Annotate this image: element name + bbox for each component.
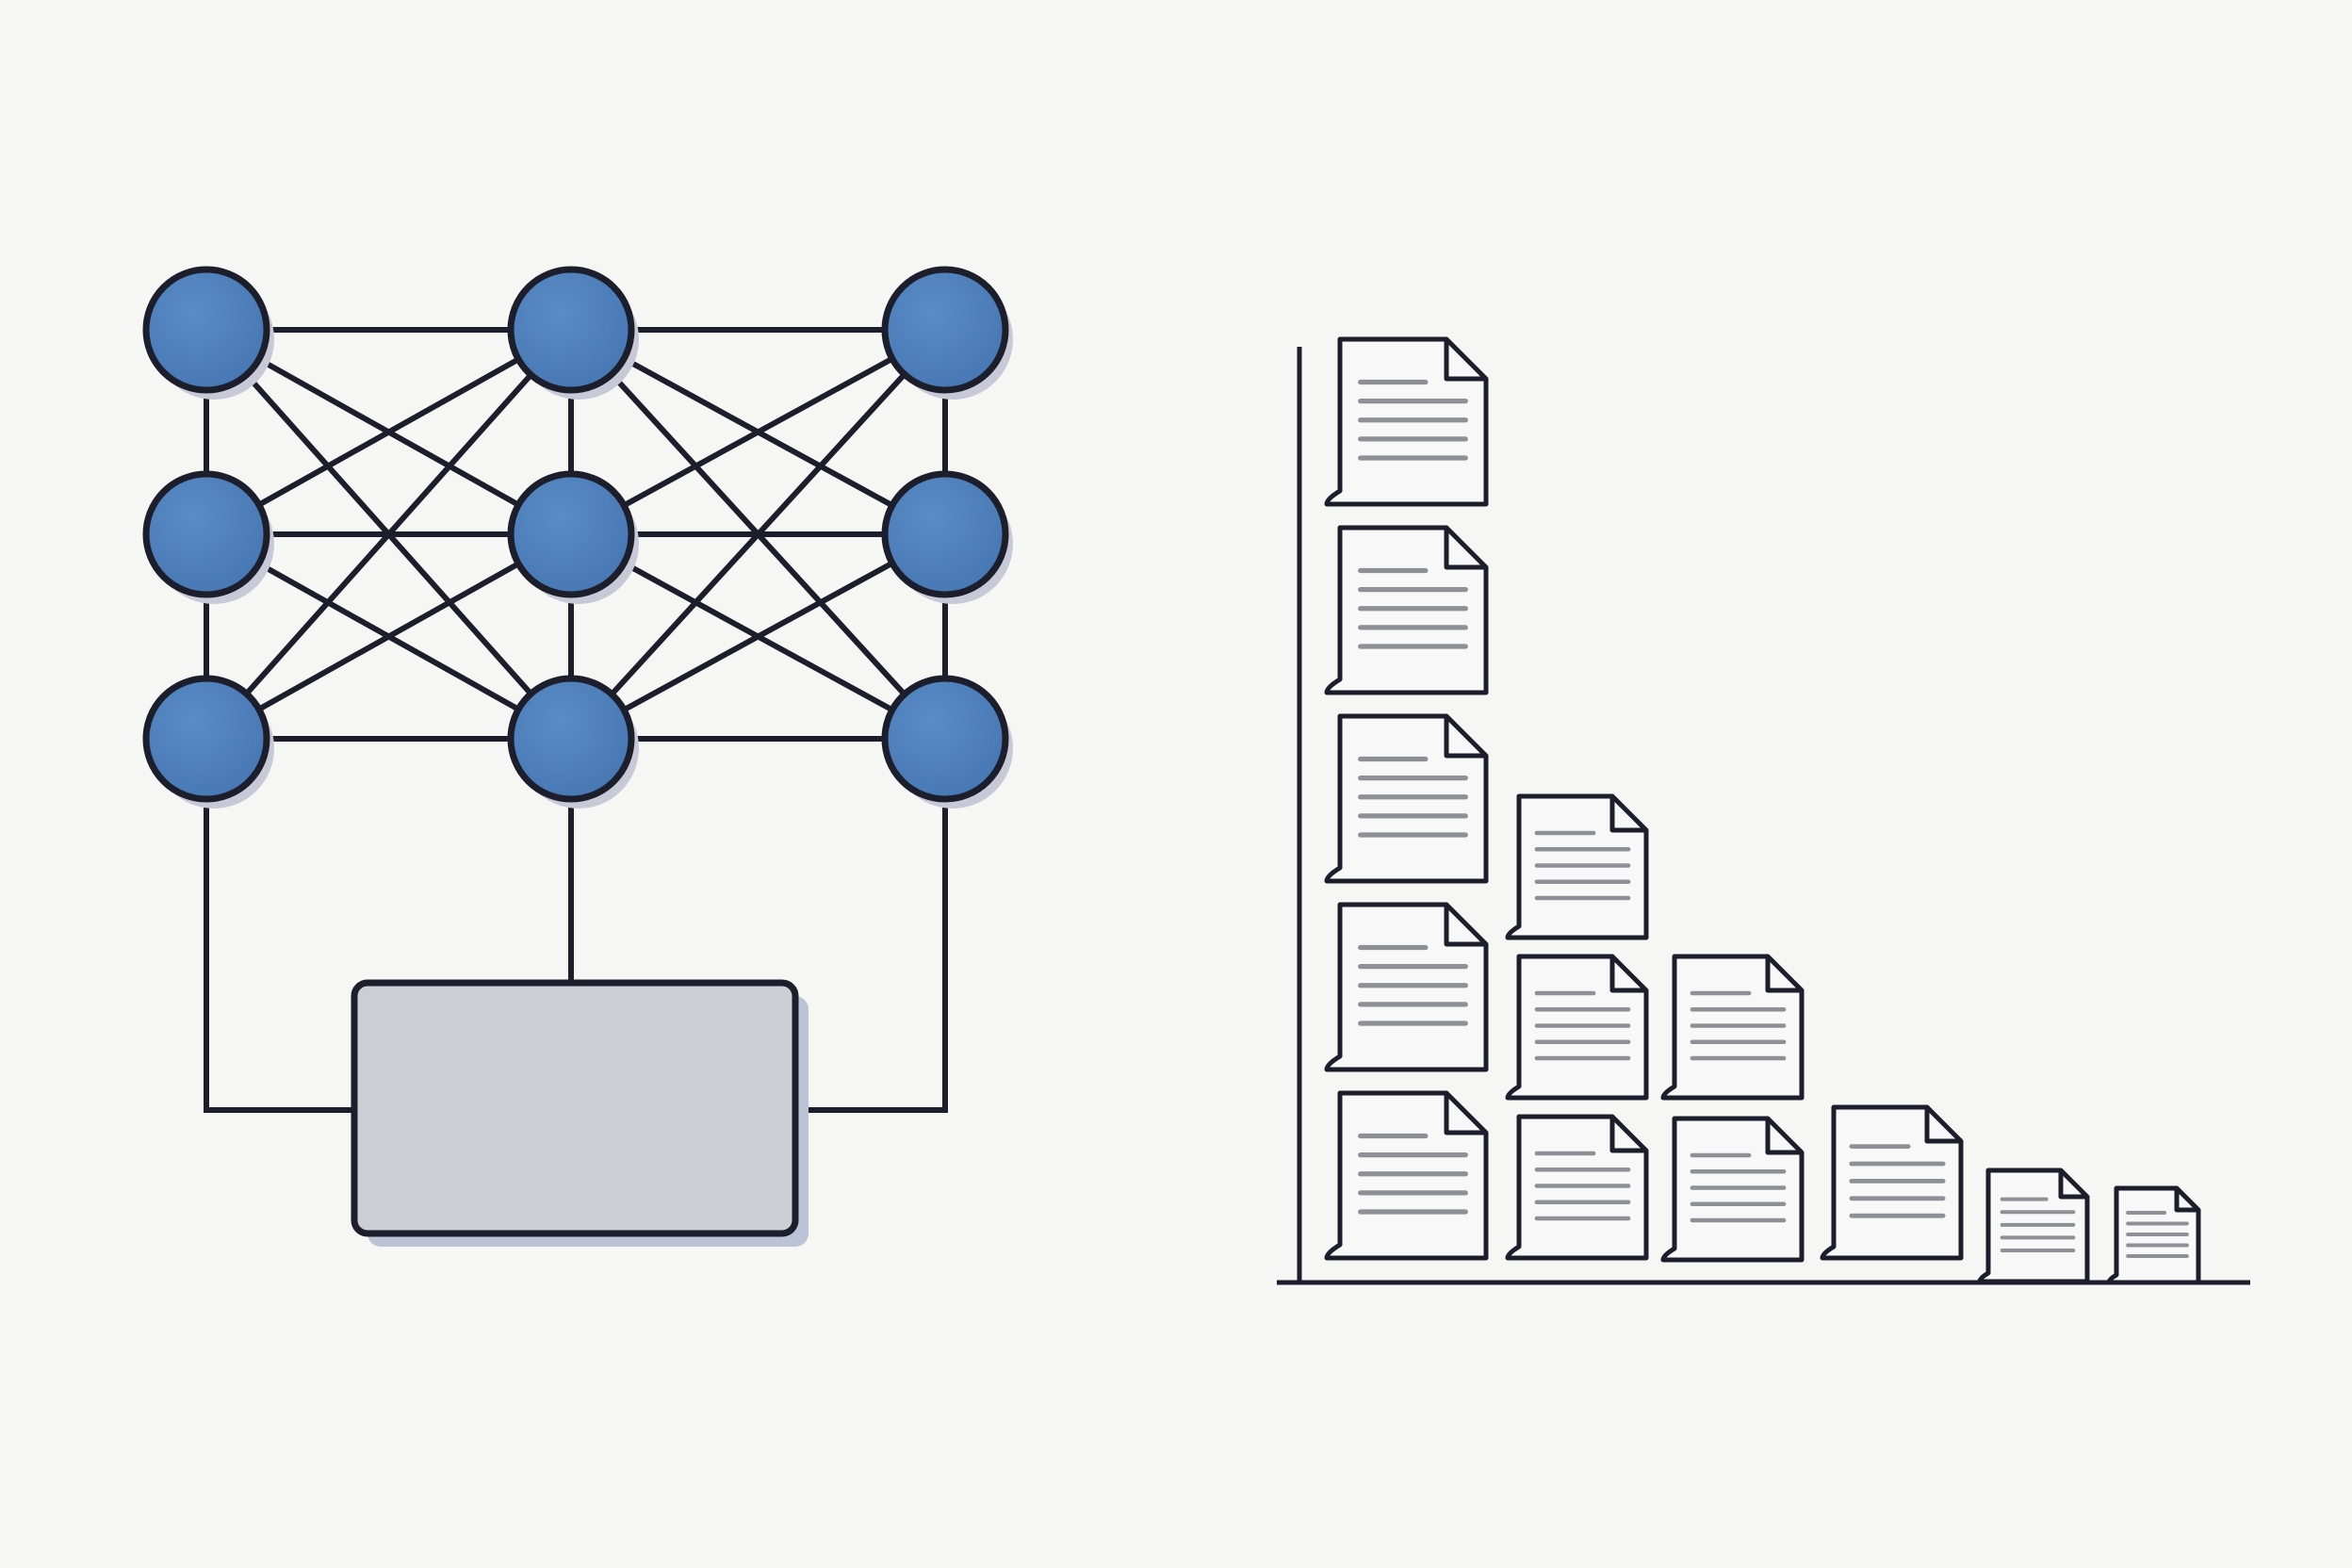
document-stack-chart: [1277, 336, 2250, 1285]
document-icon: [1660, 954, 1805, 1101]
document-icon: [1324, 713, 1489, 884]
edge-connection: [568, 327, 948, 742]
circle-node-icon: [507, 675, 635, 803]
document-icon: [1505, 1114, 1649, 1261]
circle-node-icon: [881, 266, 1009, 394]
document-icon: [1324, 1090, 1489, 1261]
document-fold: [1924, 1107, 1961, 1144]
document-icon: [1505, 793, 1649, 940]
document-fold: [1765, 956, 1802, 993]
edge-connection: [204, 327, 574, 742]
edge-connection: [568, 327, 948, 537]
document-icon: [2106, 1185, 2201, 1285]
document-fold: [1609, 796, 1646, 833]
wire-left: [204, 739, 354, 1113]
document-fold: [1765, 1119, 1802, 1155]
edge-connection: [204, 327, 574, 537]
edge-connection: [568, 531, 948, 742]
document-fold: [2058, 1170, 2087, 1200]
document-fold: [1444, 716, 1486, 759]
document-fold: [1609, 956, 1646, 993]
output-block: [351, 979, 808, 1247]
circle-node-icon: [881, 470, 1009, 598]
document-icon: [1324, 525, 1489, 695]
circle-node-icon: [507, 266, 635, 394]
document-fold: [1444, 528, 1486, 570]
document-fold: [1444, 339, 1486, 382]
neural-network-diagram: [142, 266, 1013, 1247]
document-fold: [1609, 1117, 1646, 1153]
circle-node-icon: [142, 675, 270, 803]
document-icon: [1505, 954, 1649, 1101]
document-fold: [1444, 905, 1486, 947]
document-icon: [1977, 1168, 2090, 1284]
circle-node-icon: [142, 470, 270, 598]
circle-node-icon: [507, 470, 635, 598]
document-icon: [1324, 902, 1489, 1072]
wire-right: [795, 739, 948, 1113]
output-block: [351, 979, 799, 1237]
document-columns: [1324, 336, 2201, 1285]
circle-node-icon: [881, 675, 1009, 803]
circle-node-icon: [142, 266, 270, 394]
edge-connection: [204, 531, 574, 742]
document-icon: [1820, 1104, 1964, 1261]
document-fold: [2174, 1188, 2198, 1213]
document-icon: [1324, 336, 1489, 507]
network-nodes: [142, 266, 1013, 808]
document-icon: [1660, 1116, 1805, 1263]
document-fold: [1444, 1093, 1486, 1135]
